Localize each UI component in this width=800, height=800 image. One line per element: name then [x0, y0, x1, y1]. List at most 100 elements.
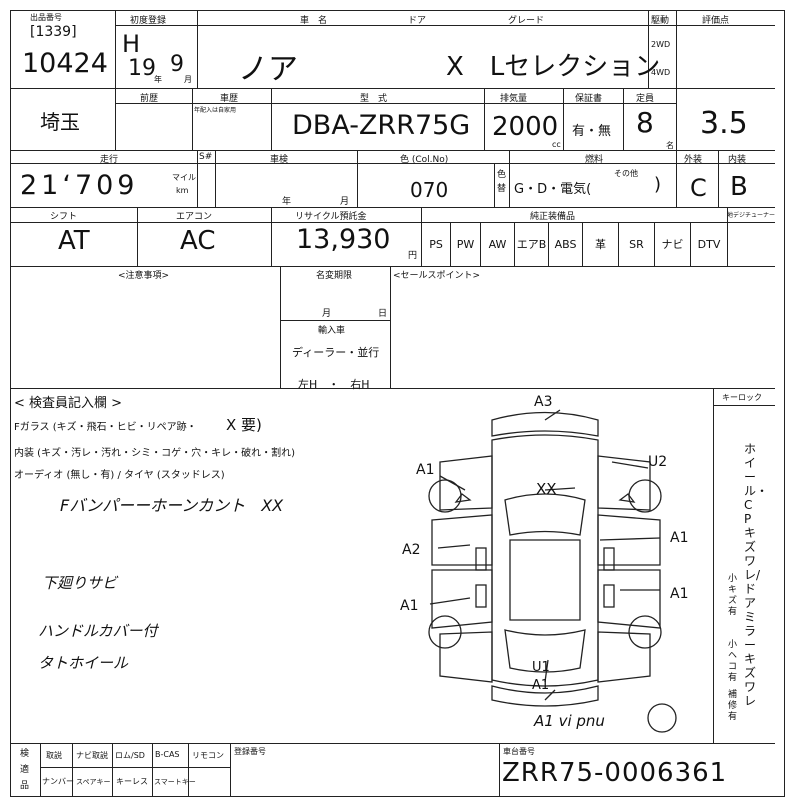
interior-label: 内装: [728, 155, 747, 165]
inspector-line1-mark: X 要): [226, 416, 262, 434]
mileage-label: 走行: [100, 155, 119, 165]
color-no: 070: [410, 178, 449, 202]
inspector-line3: オーディオ (無し・有) / タイヤ (スタッドレス): [14, 470, 225, 481]
shift: AT: [58, 226, 90, 256]
region: 埼玉: [40, 110, 80, 134]
reg-no-label: 登録番号: [234, 747, 266, 756]
mileage-unit-km: km: [176, 186, 189, 195]
first-reg-month-unit: 月: [184, 75, 192, 84]
vline-warr: [563, 88, 564, 150]
vline-score: [676, 10, 677, 150]
keylock-label: キーロック: [722, 393, 762, 402]
prev-label: 前歴: [140, 94, 159, 104]
vline-prev: [192, 88, 193, 150]
car-name: ノア: [238, 52, 298, 87]
capacity-label: 定員: [636, 94, 655, 104]
car-name-label: 車 名: [300, 16, 328, 26]
vline-drive: [648, 10, 649, 88]
name-change-day: 日: [378, 309, 388, 319]
capacity-unit: 名: [666, 141, 674, 150]
recycle-unit: 円: [408, 251, 418, 261]
option-dtv: DTV: [697, 237, 721, 251]
prev-note: 年配入は自家用: [194, 107, 237, 114]
first-reg-year-unit: 年: [154, 75, 162, 84]
option-airbag: エアB: [515, 222, 549, 266]
lot-number: 10424: [22, 48, 108, 79]
warranty: 有・無: [572, 124, 612, 139]
row1-headerline: [115, 25, 775, 26]
row3-headerline: [10, 163, 775, 164]
option-aw: AW: [481, 222, 515, 266]
mark-u1: U1: [532, 660, 550, 675]
chassis-label: 車台番号: [503, 747, 535, 756]
footer-item-navi-manual: ナビ取説: [76, 751, 108, 760]
vline-cap: [623, 88, 624, 150]
shift-label: シフト: [50, 212, 78, 222]
recycle: 13,930: [296, 224, 391, 255]
inspector-line2: 内装 (キズ・汚レ・汚れ・シミ・コゲ・穴・キレ・破れ・割れ): [14, 448, 295, 459]
model-label: 型 式: [360, 94, 388, 104]
row3-bottom: [10, 207, 775, 208]
vline-int: [718, 150, 719, 207]
inspector-hand2: 下廻りサビ: [42, 574, 118, 592]
mark-a1-tl: A1: [416, 462, 435, 478]
model: DBA-ZRR75G: [292, 110, 471, 141]
first-reg-year: 19: [128, 56, 156, 81]
vline-footer-chassis: [499, 743, 500, 797]
score-label: 評価点: [702, 16, 730, 26]
cert-label: 検適品: [20, 749, 30, 791]
mark-xx: XX: [536, 480, 557, 498]
mark-a1-b: A1: [532, 678, 550, 693]
option-ps: PS: [421, 222, 451, 266]
name-change-label: 名変期限: [316, 271, 353, 281]
footer-item-bcas: B-CAS: [155, 750, 180, 759]
vline-s: [197, 150, 198, 207]
vertical-note4: 補修有: [728, 690, 738, 722]
footer-item-spare: スペアキー: [76, 778, 111, 786]
fuel: G・D・電気(: [514, 182, 592, 197]
caution-label: <注意事項>: [118, 271, 170, 281]
vline-model: [271, 88, 272, 150]
row2-bottom: [10, 150, 775, 151]
vline-firstreg: [197, 10, 198, 88]
vline-ext: [676, 150, 677, 207]
grade-label: グレード: [508, 16, 545, 26]
mark-a1-l: A1: [400, 598, 419, 614]
interior: B: [730, 172, 748, 202]
vline-shift: [137, 207, 138, 266]
disp-unit: cc: [552, 140, 561, 149]
import-type: ディーラー・並行: [292, 346, 380, 359]
vline-footer-4: [188, 743, 189, 797]
vline-footer-5: [230, 743, 231, 797]
vline-fuel: [509, 150, 510, 207]
vline-footer-cert: [40, 743, 41, 797]
color-change-label: 色替: [497, 170, 507, 194]
fuel-other: その他: [614, 169, 638, 178]
mileage-unit-mile: マイル: [172, 173, 196, 182]
vertical-note2: 小キズ有: [728, 574, 738, 617]
s-label: S#: [199, 152, 213, 162]
row1-bottom: [10, 88, 775, 89]
footer-item-remote: リモコン: [192, 751, 224, 760]
mark-a3: A3: [534, 394, 553, 410]
ac: AC: [180, 226, 216, 256]
option-abs: ABS: [549, 222, 583, 266]
fuel-close: ): [654, 174, 662, 195]
vline-color: [357, 150, 358, 207]
capacity: 8: [636, 106, 654, 139]
vertical-note3: 小ヘコ有: [728, 640, 738, 683]
handle: 左H ・ 右H: [298, 378, 370, 391]
mark-a2: A2: [402, 542, 421, 558]
inspection-month: 月: [340, 197, 350, 207]
inspector-hand4: タトホイール: [38, 654, 129, 672]
inspection-year: 年: [282, 197, 292, 207]
vline-footer-3: [152, 743, 153, 797]
displacement: 2000: [492, 112, 559, 142]
vertical-note: ホイール・CPキズワレ/ドアミラーキズワレ: [744, 442, 769, 708]
lot-code: [1339]: [30, 24, 77, 40]
prev2-label: 車歴: [220, 94, 239, 104]
vline-ac: [271, 207, 272, 266]
equipment-label: 純正装備品: [530, 212, 576, 222]
name-change-month: 月: [322, 309, 332, 319]
drive-2wd: 2WD: [651, 40, 671, 49]
